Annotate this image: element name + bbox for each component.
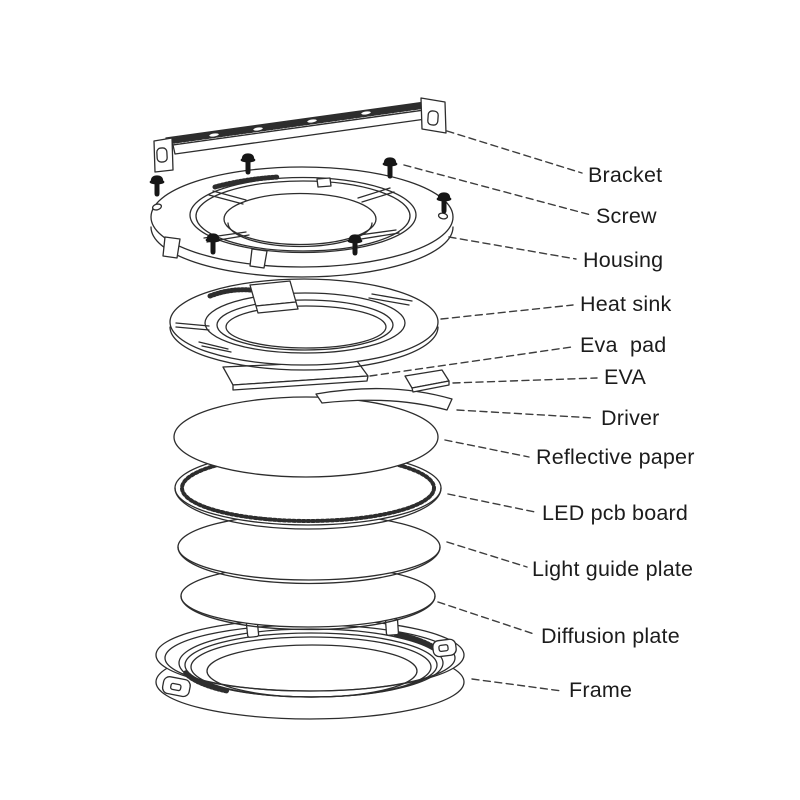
leader-eva [452, 377, 598, 384]
heat-sink-seam-left [175, 322, 210, 331]
label-heat-sink: Heat sink [580, 292, 672, 317]
leader-bracket [446, 130, 583, 174]
leader-led-pcb-board [447, 493, 536, 513]
eva-drawing [404, 369, 450, 393]
leader-housing [448, 236, 577, 260]
label-eva-pad: Eva pad [580, 333, 667, 358]
light-guide-plate-drawing [177, 513, 441, 585]
housing-arm-upper-left [208, 190, 247, 205]
label-eva: EVA [604, 365, 647, 390]
frame-rib-texture-left [183, 670, 231, 694]
bracket-hole-right [427, 110, 439, 126]
housing-tab [316, 177, 332, 188]
leader-diffusion-plate [437, 601, 535, 635]
housing-arm-lower-right [351, 229, 400, 241]
bracket-slot [359, 110, 373, 116]
leader-light-guide-plate [446, 541, 528, 568]
label-frame: Frame [569, 678, 633, 703]
heat-sink-drawing [169, 278, 439, 371]
bracket-hole-left [156, 147, 168, 163]
leader-eva-pad [369, 346, 573, 377]
housing-foot [162, 236, 181, 259]
bracket-slot [207, 132, 221, 138]
leader-screw [403, 164, 592, 216]
bracket-end-plate-right [420, 97, 447, 134]
label-light-guide-plate: Light guide plate [532, 557, 694, 582]
label-bracket: Bracket [588, 163, 663, 188]
reflective-paper-drawing [173, 396, 439, 478]
frame-side-slot-right [432, 638, 457, 658]
housing-screw-hole [151, 203, 163, 211]
label-screw: Screw [596, 204, 657, 229]
leader-frame [471, 678, 563, 692]
label-reflective-paper: Reflective paper [536, 445, 695, 470]
frame-side-slot-left [161, 676, 191, 698]
label-diffusion-plate: Diffusion plate [541, 624, 680, 649]
leader-heat-sink [440, 304, 574, 320]
heat-sink-seam-bottom-left [198, 341, 232, 353]
driver-drawing [315, 387, 453, 411]
label-led-pcb-board: LED pcb board [542, 501, 689, 526]
bracket-slot [251, 126, 265, 132]
bracket-end-plate-left [153, 137, 174, 173]
housing-foot [249, 248, 268, 269]
label-driver: Driver [601, 406, 660, 431]
heat-sink-seam-top-right [368, 293, 413, 306]
frame-drawing [155, 618, 465, 720]
housing-drawing [150, 166, 454, 278]
housing-vent-texture [212, 174, 281, 190]
leader-lines [369, 130, 598, 692]
bracket-drawing [153, 97, 447, 173]
leader-reflective-paper [444, 439, 530, 458]
bracket-slot [305, 118, 319, 124]
housing-arm-upper-right [357, 187, 395, 203]
label-housing: Housing [583, 248, 664, 273]
leader-driver [456, 409, 595, 419]
